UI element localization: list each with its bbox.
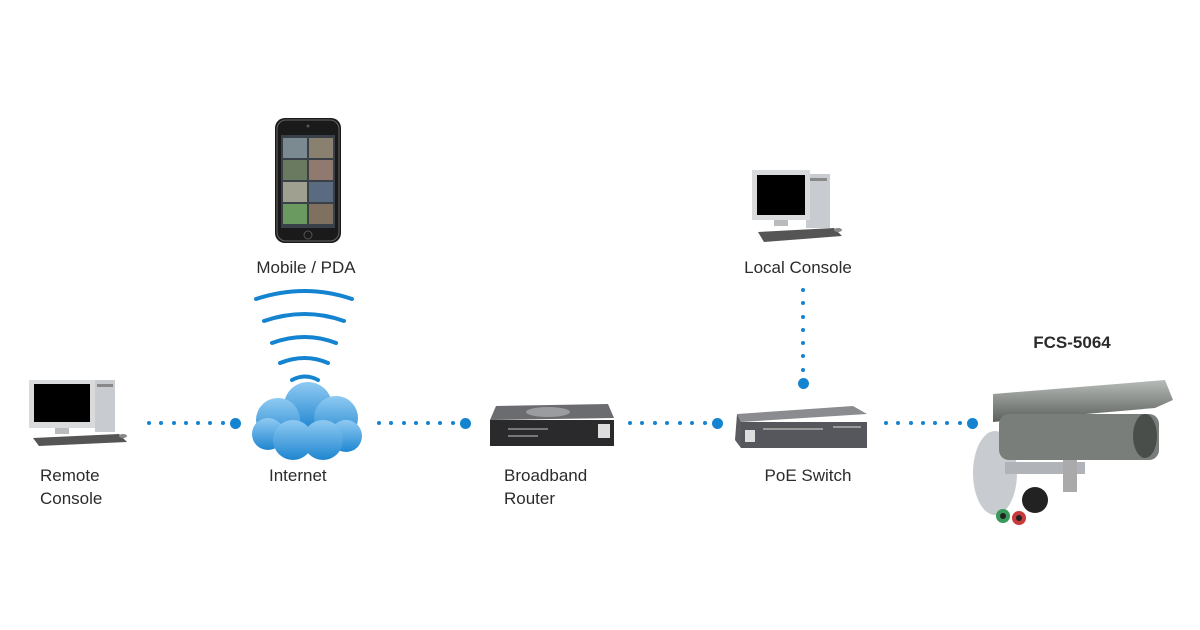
- link-endpoint-local_console-switch: [797, 377, 809, 389]
- link-dot-switch-camera: [933, 421, 938, 425]
- link-dot-switch-camera: [920, 421, 925, 425]
- link-dot-internet-router: [389, 421, 394, 425]
- link-dot-local_console-switch: [801, 354, 805, 359]
- link-dot-switch-camera: [908, 421, 913, 425]
- link-dot-local_console-switch: [801, 367, 805, 372]
- link-dot-local_console-switch: [801, 341, 805, 346]
- link-dot-remote_console-internet: [220, 421, 225, 425]
- bullet-camera-icon: [973, 380, 1173, 525]
- link-dot-router-switch: [690, 421, 695, 425]
- link-endpoint-internet-router: [459, 417, 471, 429]
- camera-label: FCS-5064: [1033, 333, 1111, 352]
- link-dot-remote_console-internet: [196, 421, 201, 425]
- link-dot-local_console-switch: [801, 327, 805, 332]
- link-dot-remote_console-internet: [159, 421, 164, 425]
- link-dot-remote_console-internet: [183, 421, 188, 425]
- local-console-label: Local Console: [744, 258, 852, 277]
- network-switch-icon: [735, 406, 867, 448]
- link-dot-router-switch: [640, 421, 645, 425]
- router-icon: [490, 404, 614, 446]
- link-dot-internet-router: [413, 421, 418, 425]
- local-console-computer-icon: [752, 170, 842, 242]
- link-dot-router-switch: [628, 421, 632, 425]
- link-dot-local_console-switch: [801, 314, 805, 319]
- link-dot-router-switch: [665, 421, 670, 425]
- remote-console-label-1: Remote: [40, 466, 100, 485]
- link-dot-internet-router: [401, 421, 406, 425]
- link-dot-internet-router: [377, 421, 381, 425]
- remote-console-label-2: Console: [40, 489, 103, 508]
- link-dot-switch-camera: [884, 421, 888, 425]
- link-dot-switch-camera: [957, 421, 962, 425]
- link-dot-remote_console-internet: [208, 421, 213, 425]
- link-endpoint-switch-camera: [966, 417, 978, 429]
- link-endpoint-router-switch: [711, 417, 723, 429]
- link-dot-switch-camera: [896, 421, 901, 425]
- router-label-2: Router: [504, 489, 556, 508]
- router-label-1: Broadband: [504, 466, 588, 485]
- link-dot-local_console-switch: [801, 301, 805, 306]
- link-dot-router-switch: [652, 421, 657, 425]
- link-endpoint-remote_console-internet: [229, 417, 241, 429]
- link-dot-internet-router: [438, 421, 443, 425]
- wifi-signal-icon: [254, 289, 354, 382]
- link-dot-router-switch: [702, 421, 707, 425]
- cloud-icon: [252, 382, 362, 460]
- link-dot-internet-router: [426, 421, 431, 425]
- internet-label: Internet: [269, 466, 327, 485]
- link-dot-remote_console-internet: [171, 421, 176, 425]
- link-dot-remote_console-internet: [147, 421, 151, 425]
- link-dot-router-switch: [677, 421, 682, 425]
- link-dot-switch-camera: [945, 421, 950, 425]
- remote-console-computer-icon: [29, 380, 127, 446]
- switch-label: PoE Switch: [764, 466, 852, 485]
- link-dot-local_console-switch: [801, 288, 805, 292]
- link-dot-internet-router: [450, 421, 455, 425]
- mobile-label: Mobile / PDA: [256, 258, 356, 277]
- smartphone-icon: [275, 118, 341, 243]
